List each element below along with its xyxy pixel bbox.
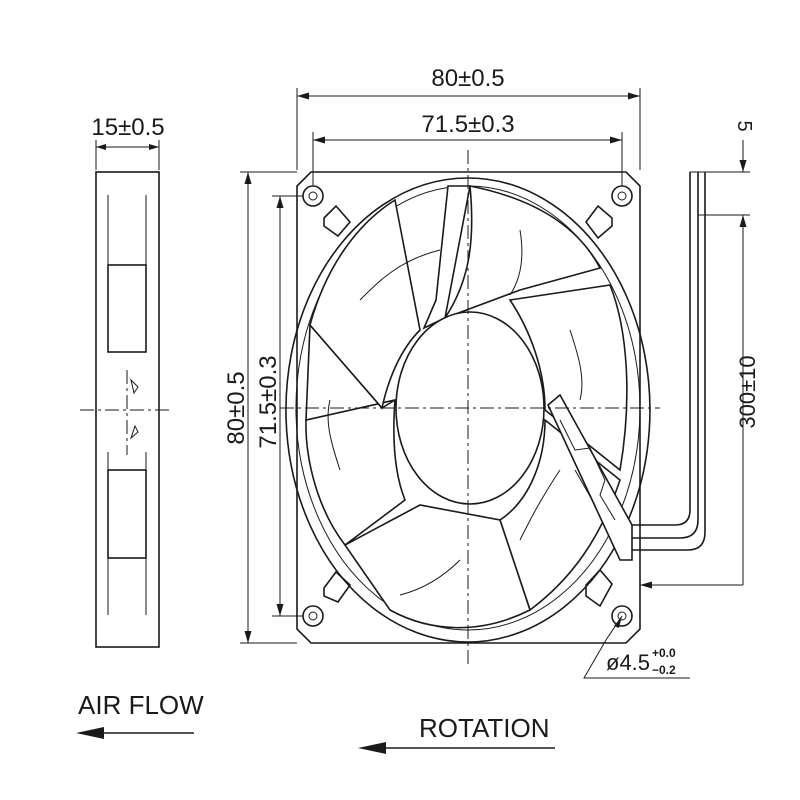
overall-height-dimension: 80±0.5 [223, 371, 250, 444]
air-flow-label: AIR FLOW [78, 690, 204, 720]
side-view-hub-lower [107, 469, 147, 559]
corner-pad [323, 204, 352, 238]
thickness-dimension: 15±0.5 [91, 114, 164, 141]
wire-length-arrow [640, 581, 652, 589]
fan-blade [343, 504, 531, 629]
fan-blade [309, 198, 421, 410]
corner-pad [323, 570, 352, 603]
side-view-hub-upper [107, 264, 147, 353]
hole-spacing-height-dimension: 71.5±0.3 [255, 355, 282, 448]
mounting-hole [611, 185, 633, 207]
mounting-hole [302, 605, 324, 627]
corner-pad [585, 204, 613, 240]
fan-blade [508, 284, 628, 472]
overall-width-dimension: 80±0.5 [431, 65, 504, 92]
wire-length-dimension: 300±10 [735, 355, 760, 428]
hole-spacing-width-dimension: 71.5±0.3 [421, 111, 514, 138]
rotation-label: ROTATION [419, 713, 549, 743]
wire-strut [547, 393, 633, 561]
mounting-hole [302, 185, 324, 207]
wire-strip-dimension: 5 [733, 120, 755, 131]
venturi-ring [285, 177, 651, 643]
hole-tolerance-lower: −0.2 [652, 663, 676, 677]
side-view: 15±0.5 [80, 114, 172, 648]
fan-frame [296, 171, 641, 644]
mounting-hole [611, 605, 633, 627]
corner-pad [585, 568, 613, 608]
hole-diameter-dimension: ø4.5 [606, 650, 650, 675]
flow-direction-icon [130, 378, 139, 395]
fan-blades [305, 185, 628, 629]
fan-blade [422, 185, 471, 330]
front-view [280, 150, 660, 665]
lead-wires [632, 172, 706, 551]
hole-tolerance-upper: +0.0 [652, 646, 676, 660]
